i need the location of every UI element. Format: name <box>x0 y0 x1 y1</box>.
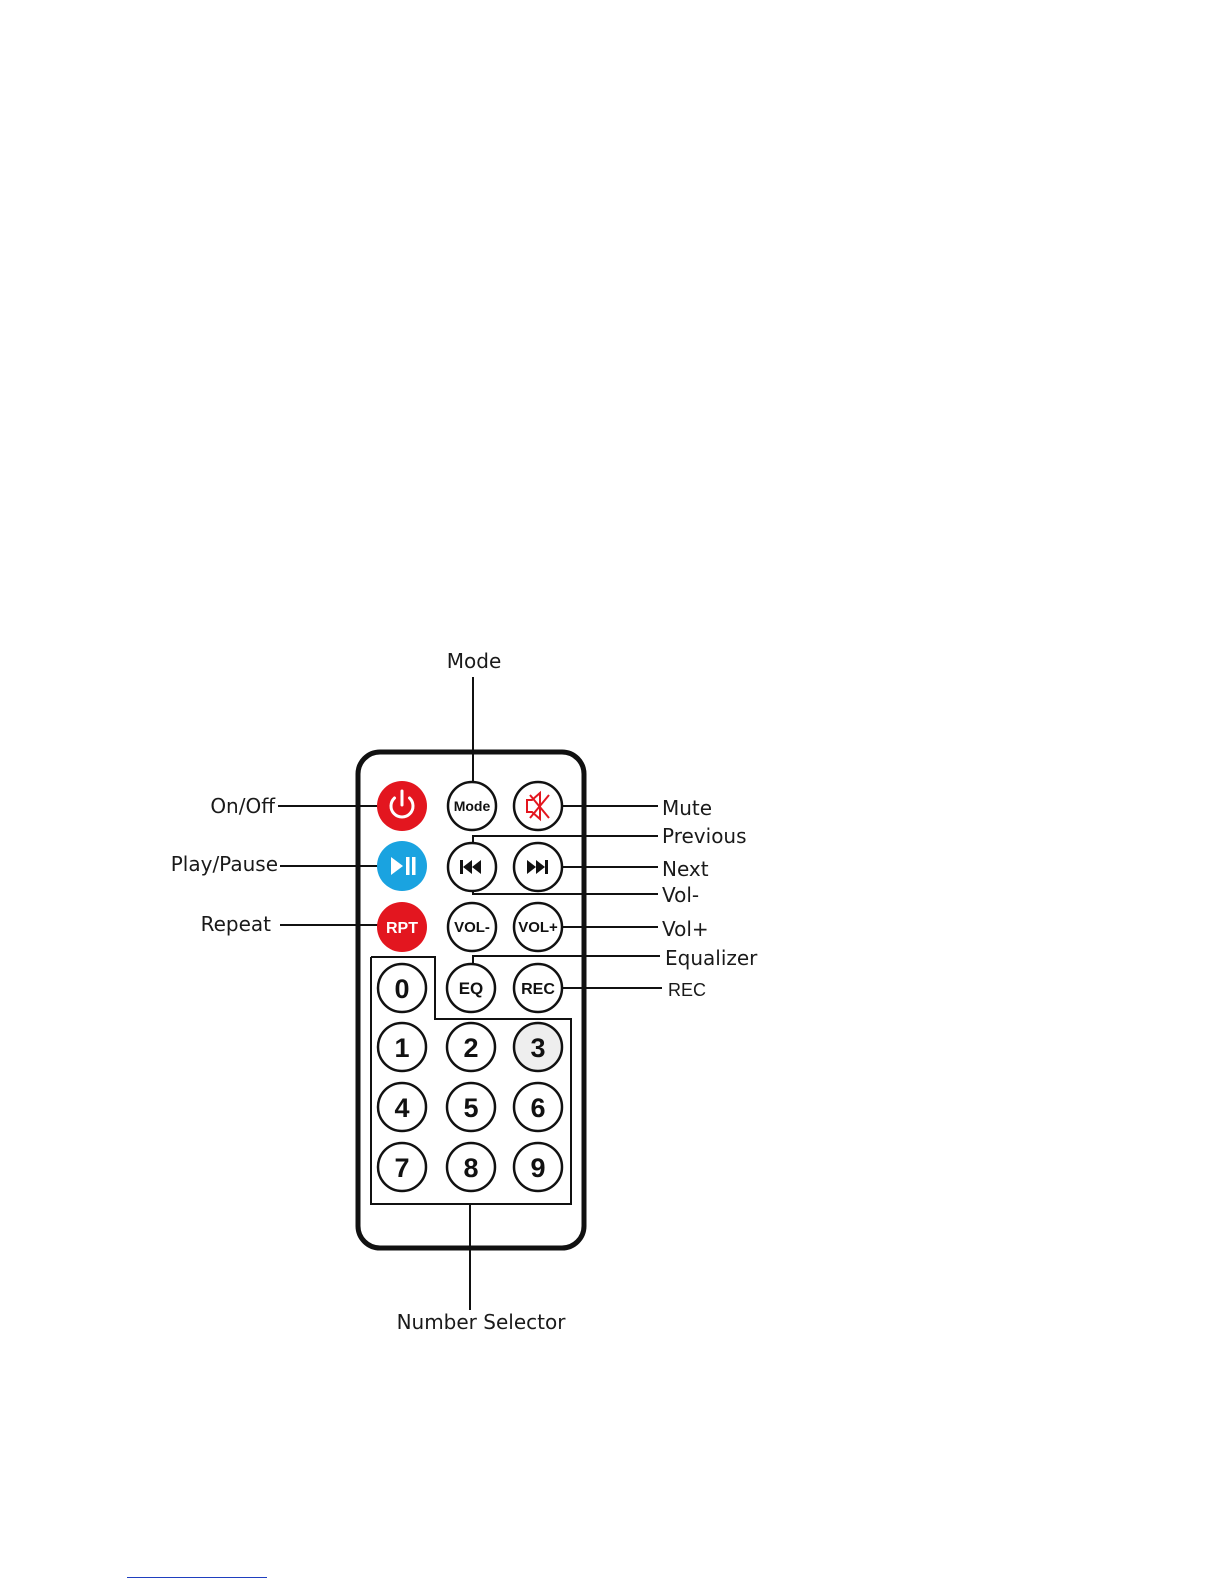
digit-7-label: 7 <box>394 1153 409 1183</box>
vol-plus-button-label: VOL+ <box>518 919 558 936</box>
vol-minus-label: Vol- <box>662 883 699 907</box>
mute-button[interactable] <box>514 782 562 830</box>
digit-3-button[interactable]: 3 <box>514 1023 562 1071</box>
digit-1-button[interactable]: 1 <box>378 1023 426 1071</box>
number-selector-label: Number Selector <box>397 1310 567 1334</box>
digit-8-label: 8 <box>463 1153 478 1183</box>
digit-6-button[interactable]: 6 <box>514 1083 562 1131</box>
mode-button[interactable]: Mode <box>448 782 496 830</box>
power-button[interactable] <box>377 781 427 831</box>
vol-minus-button[interactable]: VOL- <box>448 903 496 951</box>
previous-label: Previous <box>662 824 747 848</box>
equalizer-button[interactable]: EQ <box>447 964 495 1012</box>
digit-2-label: 2 <box>463 1033 478 1063</box>
digit-4-button[interactable]: 4 <box>378 1083 426 1131</box>
mode-label: Mode <box>447 649 502 673</box>
on-off-label: On/Off <box>210 794 276 818</box>
digit-9-button[interactable]: 9 <box>514 1143 562 1191</box>
repeat-button[interactable]: RPT <box>377 902 427 952</box>
repeat-button-label: RPT <box>386 920 418 937</box>
footnote-separator-line <box>127 1577 267 1578</box>
equalizer-label: Equalizer <box>665 946 758 970</box>
next-button[interactable] <box>514 843 562 891</box>
digit-8-button[interactable]: 8 <box>447 1143 495 1191</box>
rec-label: REC <box>668 980 706 1000</box>
play-pause-button[interactable] <box>377 841 427 891</box>
digit-1-label: 1 <box>394 1033 409 1063</box>
repeat-label: Repeat <box>201 912 272 936</box>
next-label: Next <box>662 857 709 881</box>
digit-7-button[interactable]: 7 <box>378 1143 426 1191</box>
digit-4-label: 4 <box>394 1093 409 1123</box>
digit-5-label: 5 <box>463 1093 478 1123</box>
previous-button[interactable] <box>448 843 496 891</box>
digit-6-label: 6 <box>530 1093 545 1123</box>
mode-button-label: Mode <box>454 798 491 814</box>
digit-0-button[interactable]: 0 <box>378 964 426 1012</box>
digit-2-button[interactable]: 2 <box>447 1023 495 1071</box>
rec-button-label: REC <box>521 981 555 998</box>
equalizer-button-label: EQ <box>459 979 484 998</box>
vol-minus-button-label: VOL- <box>454 919 490 936</box>
vol-plus-button[interactable]: VOL+ <box>514 903 562 951</box>
digit-5-button[interactable]: 5 <box>447 1083 495 1131</box>
vol-plus-label: Vol+ <box>662 917 709 941</box>
play-pause-label: Play/Pause <box>171 852 278 876</box>
digit-3-label: 3 <box>530 1033 545 1063</box>
rec-button[interactable]: REC <box>514 964 562 1012</box>
digit-9-label: 9 <box>530 1153 545 1183</box>
mute-label: Mute <box>662 796 712 820</box>
digit-0-label: 0 <box>394 974 409 1004</box>
